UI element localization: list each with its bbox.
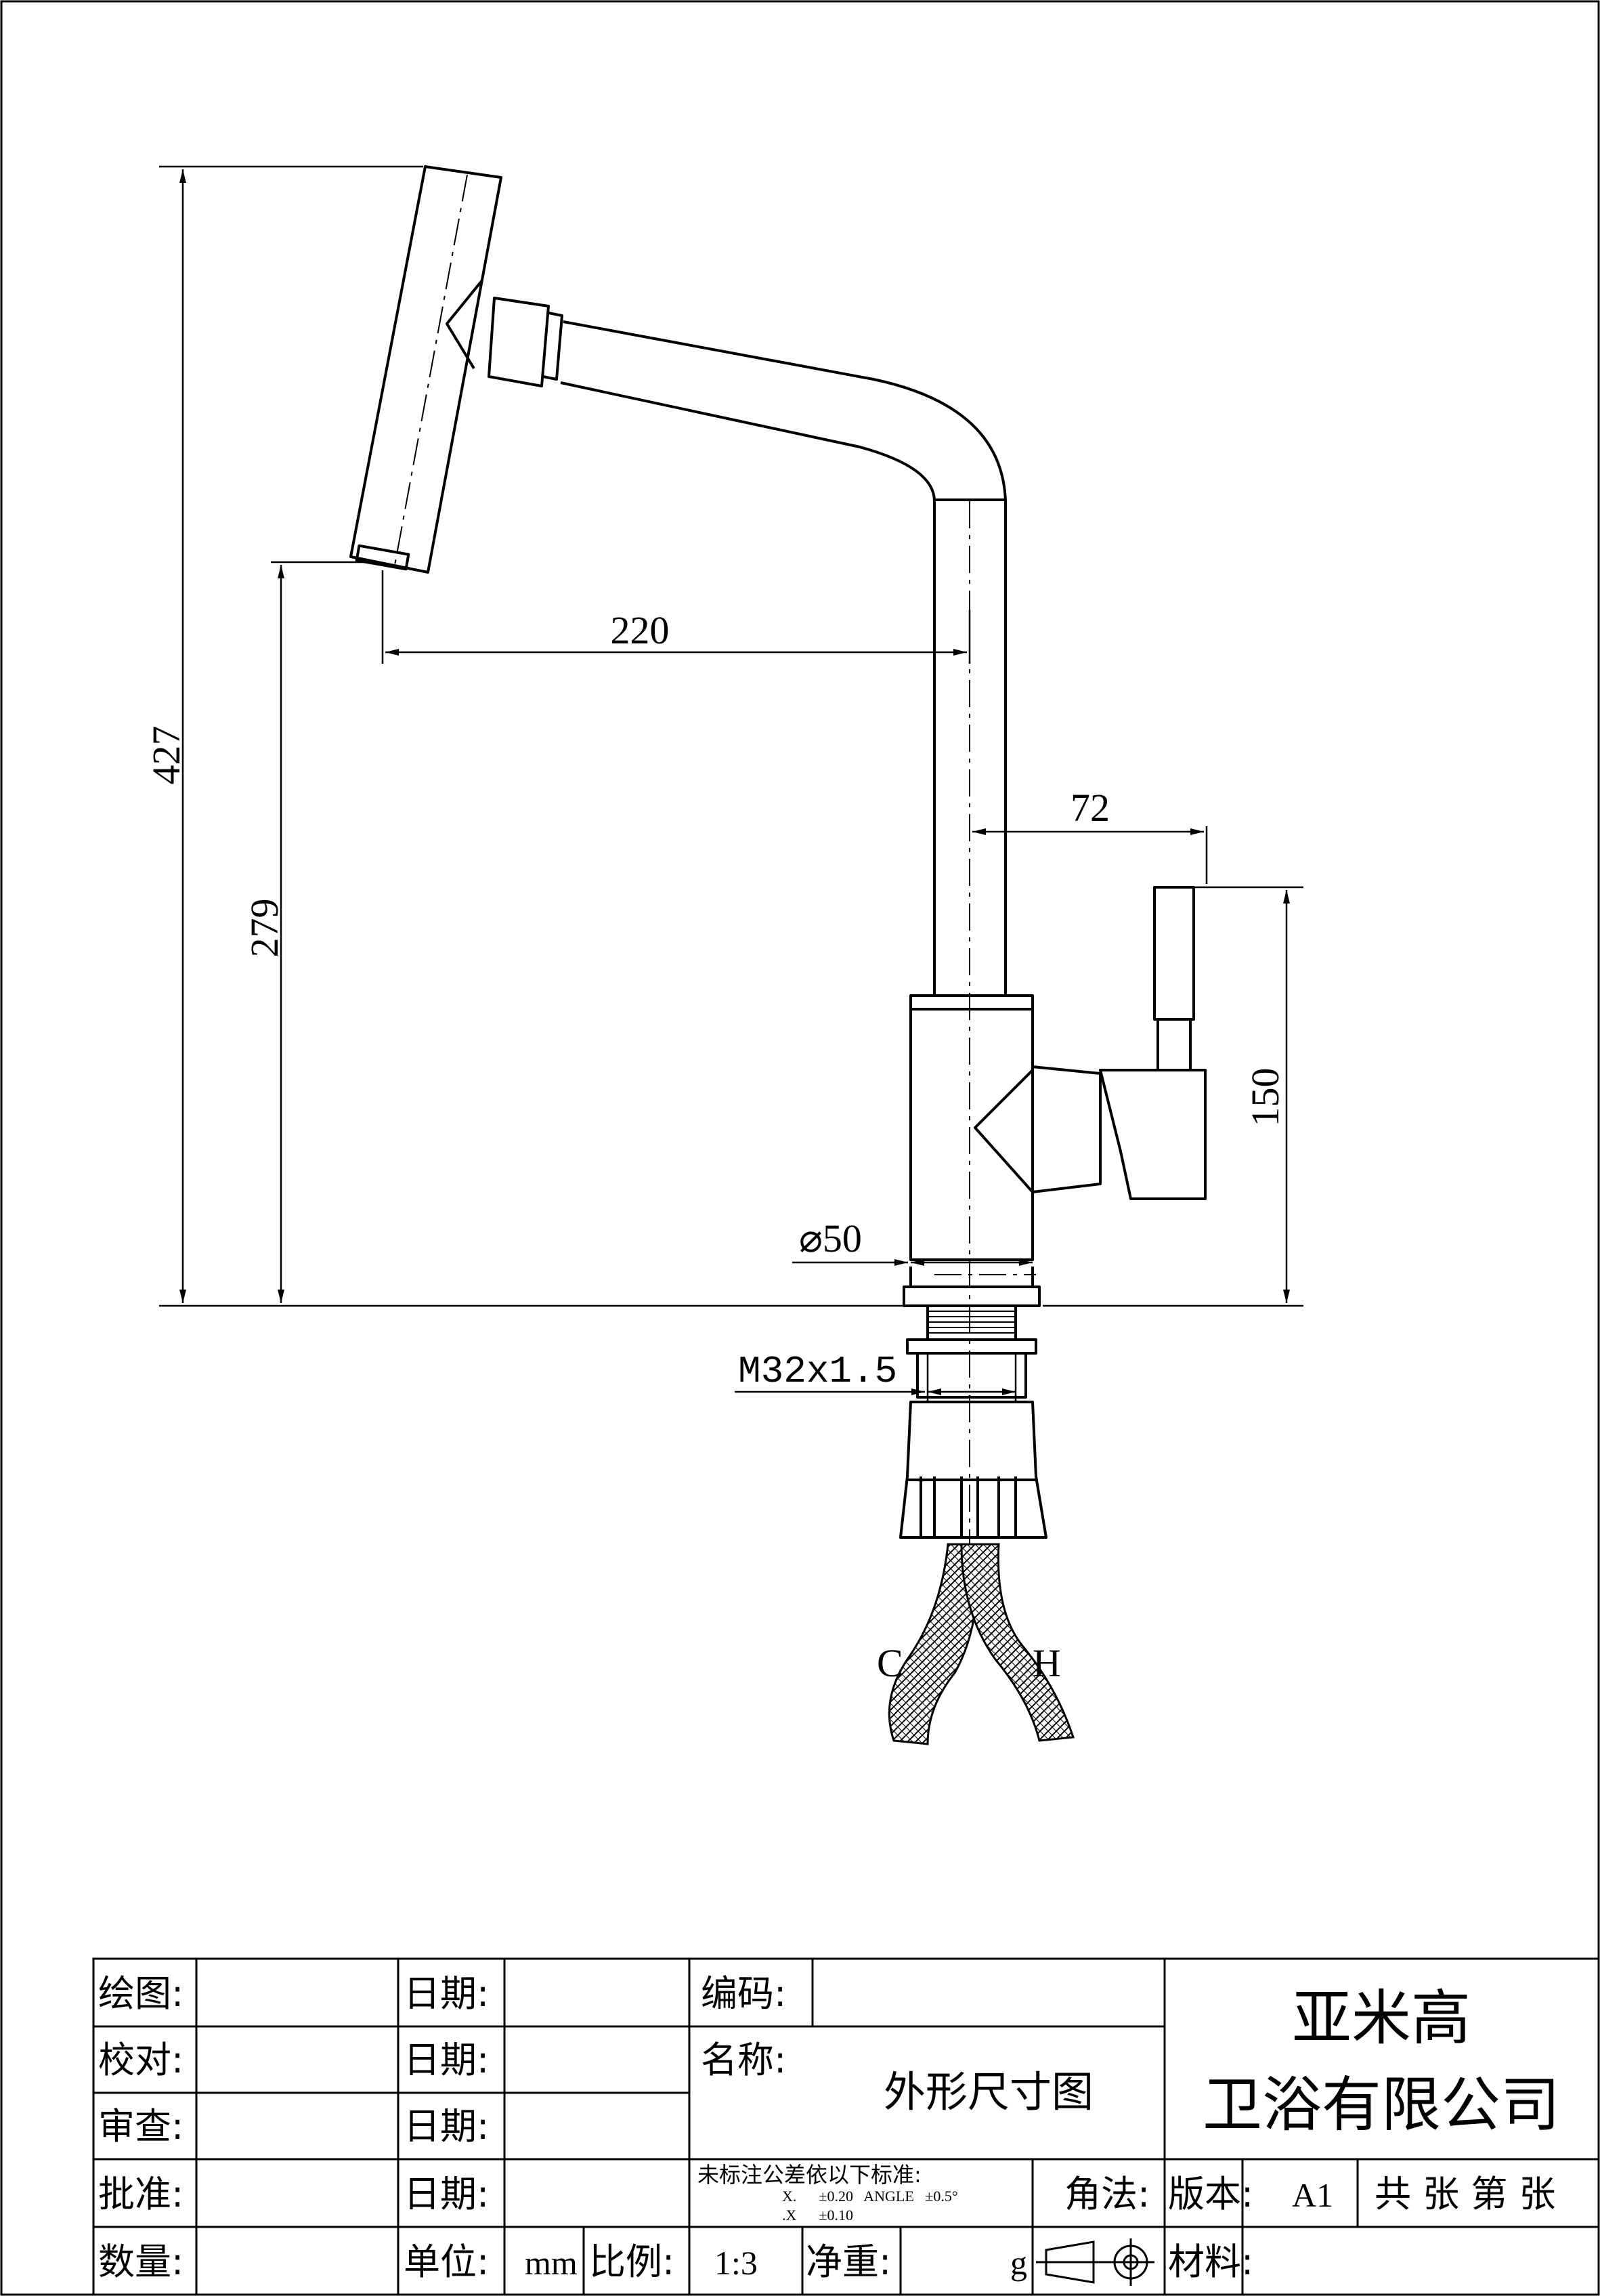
dim-overall-height: 427: [144, 726, 188, 785]
date-label-3: 日期:: [404, 2105, 489, 2148]
faucet-outline: [349, 165, 1207, 1539]
approved-label: 批准:: [98, 2173, 183, 2215]
drawn-label: 绘图:: [98, 1972, 183, 2015]
projection-symbol-icon: [1036, 2238, 1154, 2286]
lever-stem: [1156, 1018, 1192, 1071]
company-name-line-2: 卫浴有限公司: [1203, 2070, 1560, 2140]
handle-housing: [1031, 1065, 1102, 1193]
tolerance-title: 未标注公差依以下标准:: [697, 2162, 922, 2188]
dim-base-diameter: ⌀50: [799, 1216, 862, 1260]
spout-head: [349, 165, 502, 574]
scale-value: 1:3: [714, 2244, 758, 2282]
date-label-1: 日期:: [404, 1972, 489, 2015]
hose-hot: [960, 1543, 1075, 1742]
spout-cone: [446, 279, 483, 370]
company-name-line-1: 亚米高: [1292, 1983, 1471, 2053]
handle-cone: [974, 1069, 1034, 1193]
tolerance-line-1: X. ±0.20 ANGLE ±0.5°: [782, 2188, 958, 2205]
quantity-label: 数量:: [98, 2240, 183, 2283]
dim-outlet-height: 279: [242, 899, 286, 958]
date-label-4: 日期:: [404, 2173, 489, 2215]
supply-hoses: [888, 1543, 1075, 1745]
drawing-name: 外形尺寸图: [884, 2067, 1094, 2117]
version-value: A1: [1292, 2176, 1333, 2214]
center-lines: [393, 174, 1036, 1558]
lever: [1153, 886, 1195, 1021]
unit-label: 单位:: [404, 2240, 489, 2283]
dim-thread: M32x1.5: [738, 1350, 897, 1393]
spout-tube-inner: [560, 381, 936, 996]
sheet-count: 共 张 第 张: [1375, 2173, 1556, 2215]
dim-handle-height: 150: [1243, 1068, 1287, 1127]
material-label: 材料:: [1168, 2240, 1253, 2283]
dim-handle-offset: 72: [1071, 786, 1110, 830]
faucet-body: [909, 994, 1034, 1261]
hose-cold: [888, 1543, 980, 1745]
date-label-2: 日期:: [404, 2039, 489, 2081]
base-flange: [903, 1285, 1041, 1307]
tolerance-line-2: .X ±0.10: [782, 2207, 853, 2224]
thread-hatch: [929, 1311, 1014, 1334]
checked-label: 校对:: [98, 2039, 183, 2081]
spout-coupling: [488, 297, 550, 387]
spout-tube: [563, 320, 1007, 996]
aerator: [355, 544, 410, 571]
weight-unit: g: [1010, 2244, 1027, 2282]
unit-value: mm: [525, 2244, 578, 2282]
dim-reach: 220: [611, 608, 670, 652]
lock-washer: [906, 1338, 1037, 1355]
dimension-labels: 427 279 220 72 150 ⌀50 M32x1.5 C H: [144, 608, 1287, 1685]
version-label: 版本:: [1168, 2173, 1253, 2215]
title-block-grid: [92, 1957, 1600, 2296]
reviewed-label: 审查:: [98, 2105, 183, 2148]
scale-label: 比例:: [589, 2240, 674, 2283]
hose-cold-label: C: [877, 1641, 903, 1685]
mount-nut: [899, 1401, 1047, 1539]
name-label: 名称:: [701, 2039, 786, 2081]
hose-hot-label: H: [1033, 1641, 1061, 1685]
projection-label: 角法:: [1064, 2173, 1150, 2215]
dimension-lines: [159, 165, 1303, 1402]
spout-coupling-ring: [542, 312, 563, 381]
code-label: 编码:: [701, 1972, 786, 2015]
handle-collar: [1099, 1069, 1207, 1200]
title-block-text: 绘图: 校对: 审查: 批准: 数量: 日期: 日期: 日期: 日期: 单位: …: [98, 1972, 1560, 2283]
net-weight-label: 净重:: [806, 2240, 891, 2283]
shank-lower: [916, 1352, 1027, 1399]
